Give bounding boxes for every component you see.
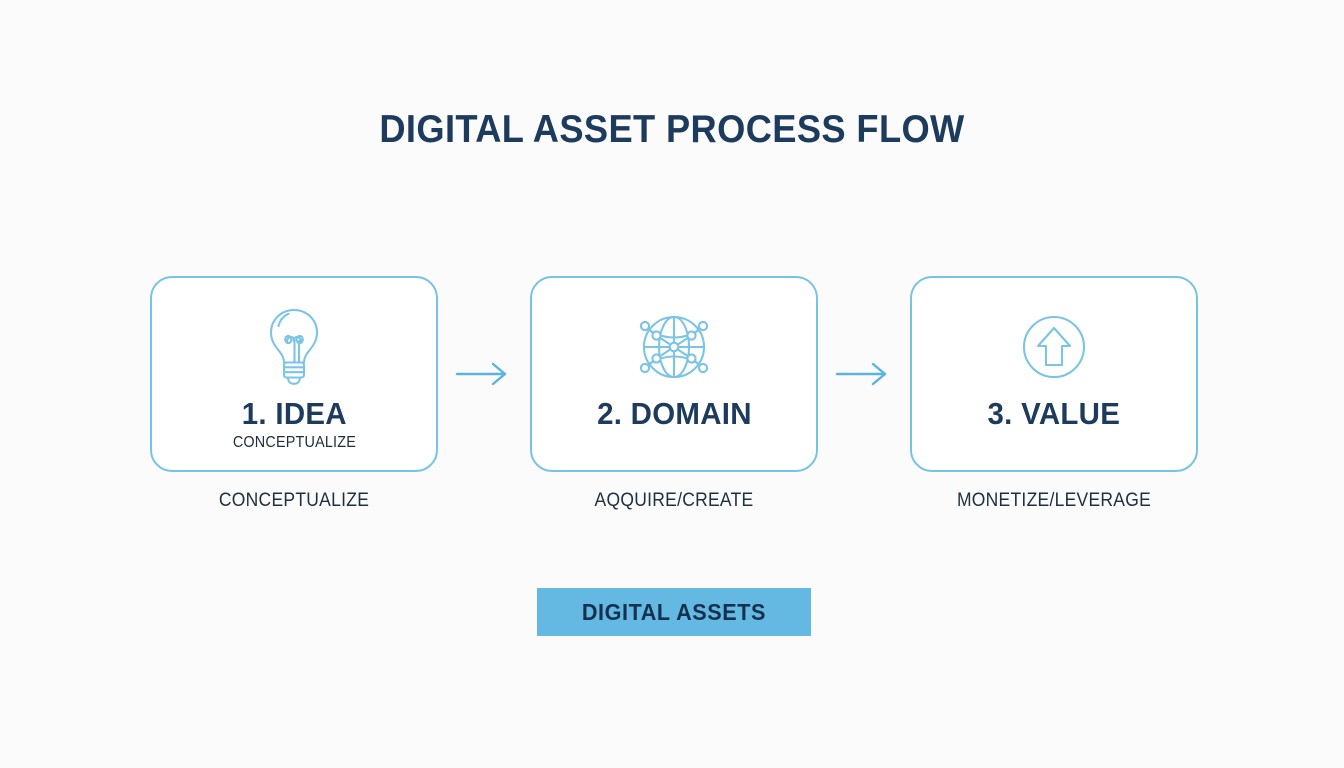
process-flow-row: 1. IDEA CONCEPTUALIZE CONCEPTUALIZE (150, 276, 1198, 526)
step-title: 1. IDEA (241, 396, 347, 431)
circled-up-arrow-icon (1016, 304, 1092, 390)
step-title: 2. DOMAIN (596, 396, 752, 431)
step-card-value[interactable]: 3. VALUE (910, 276, 1198, 472)
step-caption: AQQUIRE/CREATE (594, 490, 754, 511)
arrow-right-icon (835, 362, 887, 386)
digital-assets-banner[interactable]: DIGITAL ASSETS (537, 588, 811, 636)
step-card-idea[interactable]: 1. IDEA CONCEPTUALIZE (150, 276, 438, 472)
step-card-domain[interactable]: 2. DOMAIN (530, 276, 818, 472)
connector-1 (438, 276, 530, 472)
process-step-3[interactable]: 3. VALUE MONETIZE/LEVERAGE (910, 276, 1198, 512)
globe-network-icon (634, 304, 714, 390)
process-step-1[interactable]: 1. IDEA CONCEPTUALIZE CONCEPTUALIZE (150, 276, 438, 512)
connector-2 (818, 276, 910, 472)
process-step-2[interactable]: 2. DOMAIN AQQUIRE/CREATE (530, 276, 818, 512)
step-title: 3. VALUE (987, 396, 1121, 431)
step-inner-caption: CONCEPTUALIZE (232, 434, 356, 451)
page-title: DIGITAL ASSET PROCESS FLOW (379, 108, 965, 151)
arrow-right-icon (455, 362, 507, 386)
banner-label: DIGITAL ASSETS (581, 598, 767, 625)
step-caption: CONCEPTUALIZE (218, 490, 370, 511)
lightbulb-icon (263, 304, 325, 390)
step-caption: MONETIZE/LEVERAGE (956, 490, 1152, 511)
